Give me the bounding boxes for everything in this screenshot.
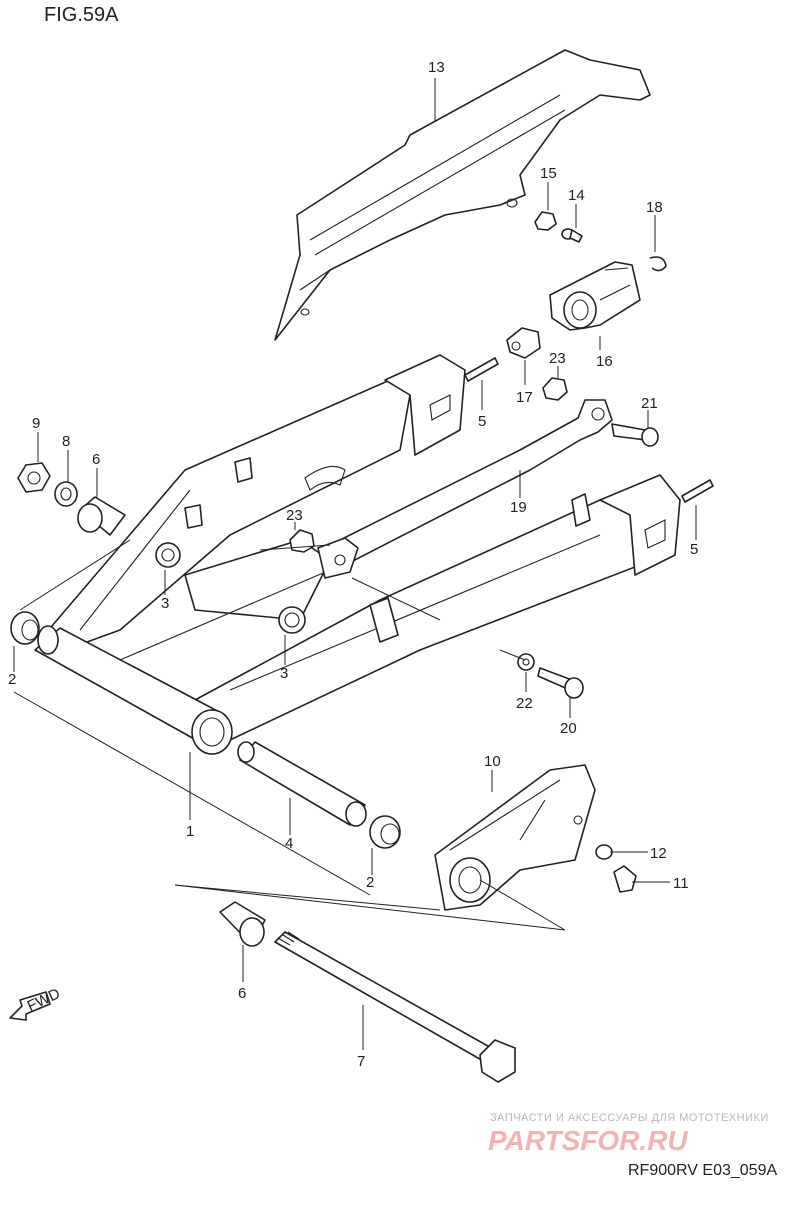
callout-12[interactable]: 12 <box>650 845 667 862</box>
callout-4[interactable]: 4 <box>285 835 293 852</box>
nut-15-part[interactable] <box>534 211 557 231</box>
callout-7[interactable]: 7 <box>357 1053 365 1070</box>
callout-5-right[interactable]: 5 <box>690 541 698 558</box>
pivot-shaft-7-part[interactable] <box>274 931 516 1083</box>
adjuster-nut-17-part[interactable] <box>506 327 541 359</box>
adjuster-bolt-5-top-part[interactable] <box>464 357 499 382</box>
nut-9-part[interactable] <box>17 462 51 493</box>
callout-13[interactable]: 13 <box>428 59 445 76</box>
figure-title: FIG.59A <box>44 4 119 26</box>
chain-cover-part[interactable] <box>274 49 651 341</box>
link-bracket-part[interactable] <box>317 537 359 579</box>
washer-8-part[interactable] <box>54 481 78 507</box>
bearing-2-right-part[interactable] <box>369 815 401 849</box>
bolt-20-part[interactable] <box>537 667 584 699</box>
callout-3-left[interactable]: 3 <box>161 595 169 612</box>
callout-19[interactable]: 19 <box>510 499 527 516</box>
bearing-2-left-part[interactable] <box>10 611 40 645</box>
callout-23-top[interactable]: 23 <box>549 350 566 367</box>
callout-11[interactable]: 11 <box>673 875 689 892</box>
callout-3-right[interactable]: 3 <box>280 665 288 682</box>
watermark-logo: PARTSFOR.RU <box>488 1125 688 1156</box>
callout-14[interactable]: 14 <box>568 187 585 204</box>
chain-guide-10-part[interactable] <box>434 764 596 911</box>
callout-20[interactable]: 20 <box>560 720 577 737</box>
callout-2-right[interactable]: 2 <box>366 874 374 891</box>
washer-22-part[interactable] <box>517 653 535 671</box>
torque-rod-19-part[interactable] <box>329 399 613 566</box>
callout-15[interactable]: 15 <box>540 165 557 182</box>
callout-6-left[interactable]: 6 <box>92 451 100 468</box>
callout-18[interactable]: 18 <box>646 199 663 216</box>
bearing-3-left-part[interactable] <box>155 542 181 568</box>
fwd-label: FWD <box>25 985 63 1015</box>
spacer-6-lower-part[interactable] <box>219 901 266 947</box>
callout-2-left[interactable]: 2 <box>8 671 16 688</box>
leader-lines <box>13 78 697 1050</box>
callout-21[interactable]: 21 <box>641 395 658 412</box>
callout-5-top[interactable]: 5 <box>478 413 486 430</box>
callout-22[interactable]: 22 <box>516 695 533 712</box>
fwd-arrow-icon <box>9 991 51 1021</box>
watermark-tagline: ЗАПЧАСТИ И АКСЕССУАРЫ ДЛЯ МОТОТЕХНИКИ <box>490 1112 769 1124</box>
bearing-3-right-part[interactable] <box>278 606 306 634</box>
callout-1[interactable]: 1 <box>186 823 194 840</box>
nut-23-top-part[interactable] <box>542 377 568 401</box>
bolt-11-part[interactable] <box>613 865 637 893</box>
chain-adjuster-16-part[interactable] <box>549 261 641 331</box>
callout-16[interactable]: 16 <box>596 353 613 370</box>
swingarm-1-part[interactable] <box>34 354 681 755</box>
callout-23-lower[interactable]: 23 <box>286 507 303 524</box>
clip-18-part[interactable] <box>649 256 667 272</box>
spacer-tube-4-part[interactable] <box>237 741 367 827</box>
callout-8[interactable]: 8 <box>62 433 70 450</box>
adjuster-bolt-5-right-part[interactable] <box>681 479 714 503</box>
figure-code: RF900RV E03_059A <box>628 1162 778 1179</box>
nut-23-lower-part[interactable] <box>289 529 315 553</box>
collar-12-part[interactable] <box>595 844 613 860</box>
spacer-6-left-part[interactable] <box>77 496 126 536</box>
callout-6-lower[interactable]: 6 <box>238 985 246 1002</box>
callout-10[interactable]: 10 <box>484 753 501 770</box>
callout-9[interactable]: 9 <box>32 415 40 432</box>
bolt-21-part[interactable] <box>611 423 659 447</box>
bolt-14-part[interactable] <box>561 228 583 243</box>
callout-17[interactable]: 17 <box>516 389 533 406</box>
